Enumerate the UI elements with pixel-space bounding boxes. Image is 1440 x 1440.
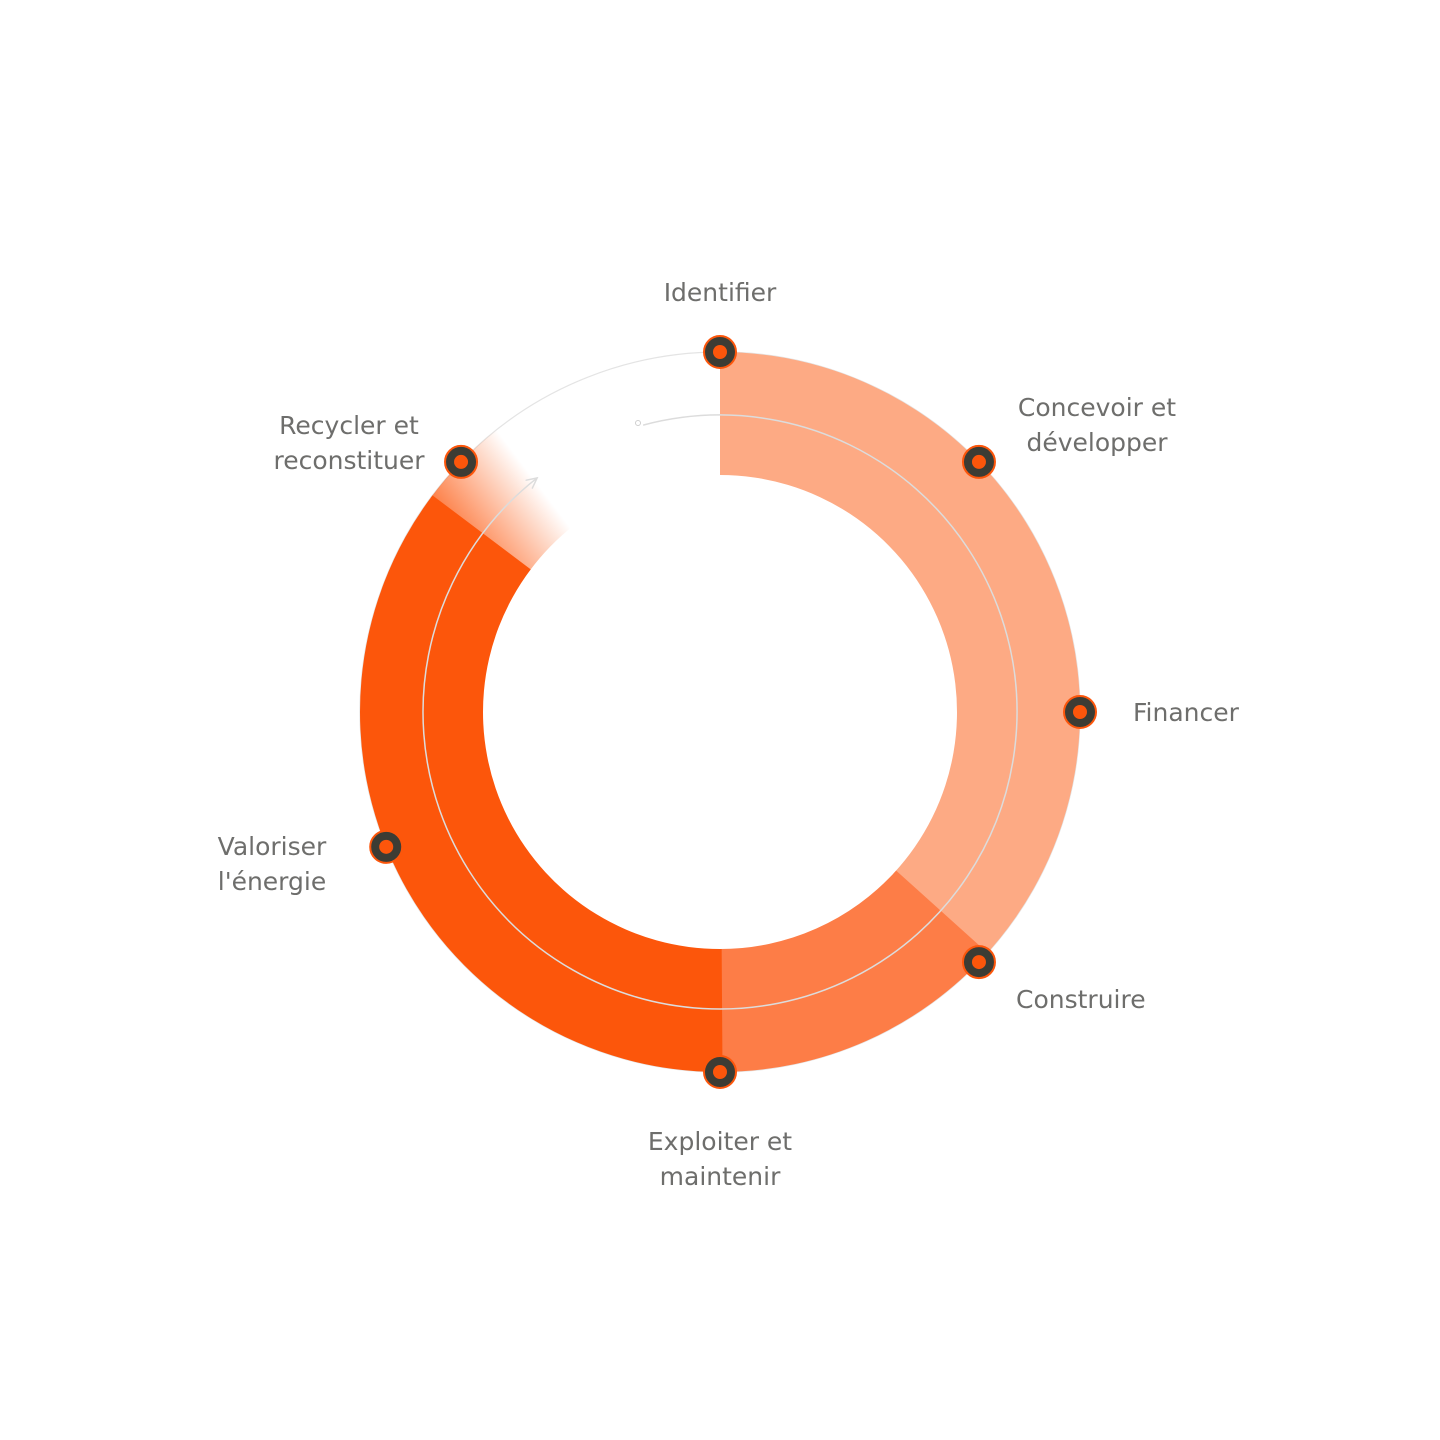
segment-medium [720, 870, 988, 1072]
step-label-construire: Construire [1016, 985, 1146, 1014]
marker-dot-valoriser [379, 839, 394, 854]
marker-dot-identifier [713, 345, 727, 359]
step-label-financer: Financer [1133, 698, 1239, 727]
step-label-concevoir: Concevoir et développer [1017, 393, 1177, 457]
marker-dot-financer [1073, 705, 1087, 719]
step-label-valoriser: Valoriser l'énergie [217, 832, 327, 896]
marker-dot-construire [971, 955, 986, 970]
step-markers [369, 335, 1097, 1089]
segment-dark [360, 495, 723, 1073]
inner-track-line [422, 414, 1018, 1010]
segment-light [720, 352, 1081, 958]
marker-dot-exploiter [713, 1065, 727, 1079]
step-label-recycler: Recycler et reconstituer [273, 411, 425, 475]
marker-dot-concevoir [971, 454, 986, 469]
marker-dot-recycler [454, 454, 469, 469]
step-label-identifier: Identifier [663, 278, 777, 307]
step-label-exploiter: Exploiter et maintenir [647, 1127, 793, 1191]
line-start-dot [635, 420, 641, 426]
arrow-head-icon [525, 476, 539, 489]
